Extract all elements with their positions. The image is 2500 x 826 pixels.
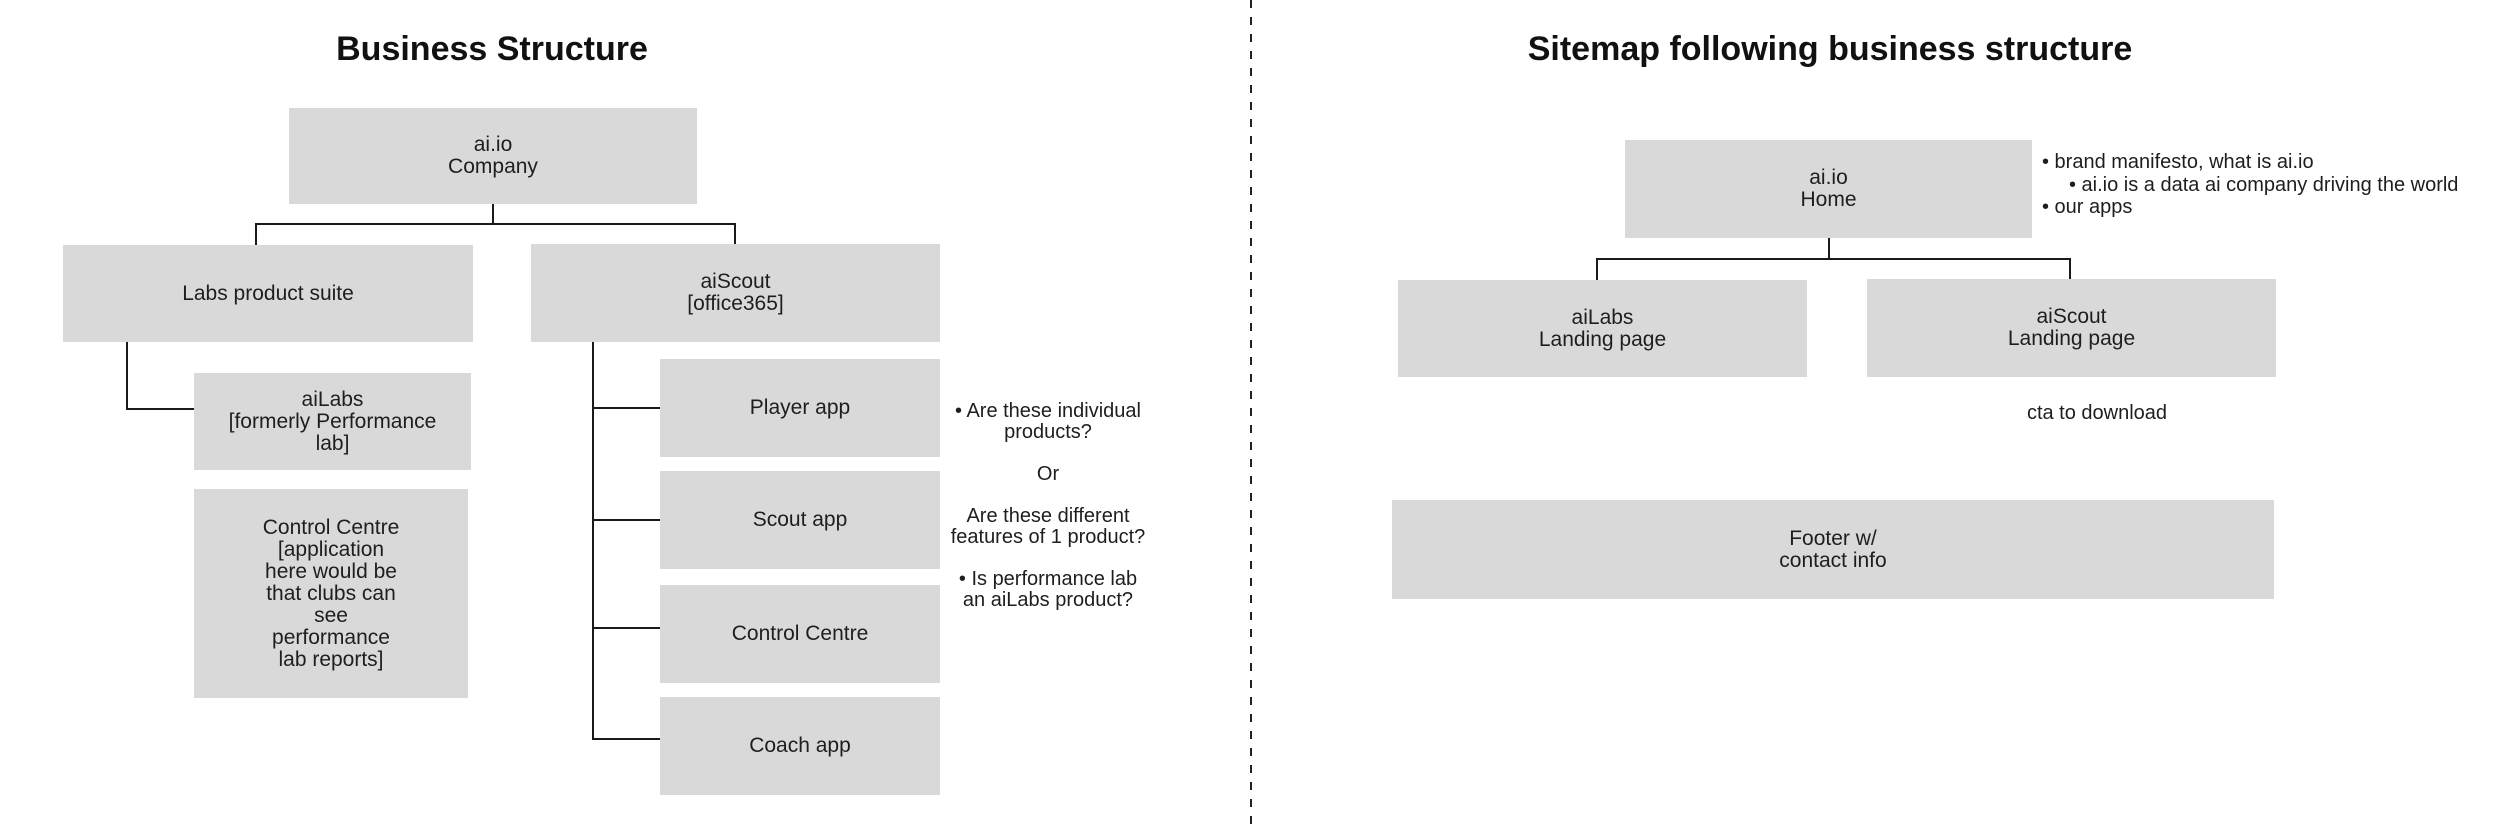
note-or[interactable]: Or xyxy=(1036,463,1060,485)
node-ailabs-landing-page[interactable]: aiLabs Landing page xyxy=(1398,280,1807,377)
connector-to-player-app xyxy=(592,407,660,409)
connector-aiscout-trunk xyxy=(592,342,594,740)
note-our-apps[interactable]: • our apps xyxy=(2042,196,2133,218)
left-notes-block: • Are these individual products? Or Are … xyxy=(930,401,1166,611)
node-control-centre-scout[interactable]: Control Centre xyxy=(660,585,940,683)
node-player-app[interactable]: Player app xyxy=(660,359,940,457)
note-brand-manifesto[interactable]: • brand manifesto, what is ai.io xyxy=(2042,151,2314,173)
node-ailabs[interactable]: aiLabs [formerly Performance lab] xyxy=(194,373,471,470)
connector-company-branch xyxy=(255,223,736,225)
note-performance-lab-question[interactable]: • Is performance lab an aiLabs product? xyxy=(958,568,1138,611)
connector-labs-elbow-vertical xyxy=(126,342,128,410)
connector-home-branch xyxy=(1596,258,2071,260)
right-section-title: Sitemap following business structure xyxy=(1527,30,2133,68)
connector-to-coach-app xyxy=(592,738,660,740)
right-notes-block: • brand manifesto, what is ai.io • ai.io… xyxy=(2042,151,2458,219)
node-aiio-home[interactable]: ai.io Home xyxy=(1625,140,2032,238)
connector-to-scout-app xyxy=(592,519,660,521)
connector-labs-elbow-horizontal xyxy=(126,408,194,410)
left-section-title: Business Structure xyxy=(336,30,648,68)
node-aiio-company[interactable]: ai.io Company xyxy=(289,108,697,204)
node-control-centre-labs[interactable]: Control Centre [application here would b… xyxy=(194,489,468,698)
section-divider-dashed-line xyxy=(1250,0,1252,826)
node-footer-contact-info[interactable]: Footer w/ contact info xyxy=(1392,500,2274,599)
connector-to-labs-suite xyxy=(255,223,257,245)
note-aiio-description[interactable]: • ai.io is a data ai company driving the… xyxy=(2069,173,2459,196)
node-scout-app[interactable]: Scout app xyxy=(660,471,940,569)
node-coach-app[interactable]: Coach app xyxy=(660,697,940,795)
note-cta-to-download[interactable]: cta to download xyxy=(2026,402,2168,424)
connector-company-drop xyxy=(492,204,494,224)
connector-to-aiscout-landing xyxy=(2069,258,2071,279)
note-individual-products-question[interactable]: • Are these individual products? xyxy=(954,400,1141,443)
connector-to-control-centre xyxy=(592,627,660,629)
node-labs-product-suite[interactable]: Labs product suite xyxy=(63,245,473,342)
node-aiscout-office365[interactable]: aiScout [office365] xyxy=(531,244,940,342)
connector-home-drop xyxy=(1828,238,1830,260)
connector-to-ailabs-landing xyxy=(1596,258,1598,280)
node-aiscout-landing-page[interactable]: aiScout Landing page xyxy=(1867,279,2276,377)
note-features-question[interactable]: Are these different features of 1 produc… xyxy=(950,505,1146,548)
connector-to-aiscout xyxy=(734,223,736,244)
